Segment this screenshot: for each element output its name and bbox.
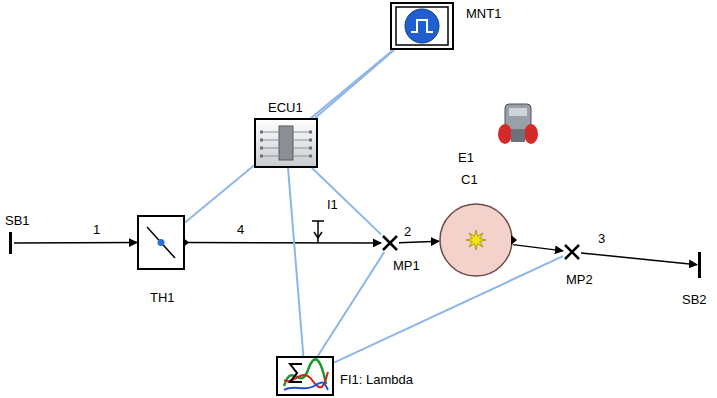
injector-stem bbox=[317, 221, 319, 243]
ecu-trace bbox=[262, 140, 279, 141]
cylinder-body bbox=[440, 204, 512, 276]
part-name: MNT1 bbox=[466, 6, 501, 21]
boundary-bar bbox=[9, 232, 12, 254]
monitor-box: MNT1 bbox=[390, 2, 454, 50]
boundary-bar bbox=[698, 252, 701, 278]
throttle-pivot bbox=[158, 239, 165, 246]
ecu-pin bbox=[260, 131, 263, 134]
throttle-box: TH1 bbox=[137, 215, 185, 270]
injector-cap bbox=[312, 220, 324, 222]
flow-pipe bbox=[185, 242, 381, 244]
ecu-chip bbox=[279, 126, 293, 160]
engine-part bbox=[498, 124, 512, 144]
ecu-pin bbox=[260, 155, 263, 158]
pipe-number: 2 bbox=[403, 225, 412, 239]
spark-star bbox=[466, 230, 486, 250]
ecu-pin bbox=[309, 131, 312, 134]
signal-link bbox=[185, 50, 393, 223]
sensor-cross-symbol bbox=[563, 243, 581, 261]
part-name: SB2 bbox=[682, 292, 707, 307]
function-frame bbox=[277, 357, 333, 395]
ecu-trace bbox=[262, 148, 279, 149]
engine-icon: E1 bbox=[497, 100, 539, 146]
cylinder-circle-symbol bbox=[439, 203, 513, 277]
port-arrow bbox=[183, 238, 189, 248]
part-name: E1 bbox=[458, 150, 474, 165]
ecu-trace bbox=[293, 140, 310, 141]
part-name: ECU1 bbox=[268, 100, 303, 115]
monitor-box-symbol bbox=[390, 2, 454, 50]
flow-pipe bbox=[14, 242, 137, 244]
ecu-pin bbox=[309, 155, 312, 158]
boundary-end: SB1 bbox=[8, 232, 14, 254]
part-name: TH1 bbox=[150, 290, 175, 305]
sensor-cross-symbol bbox=[381, 234, 399, 252]
ecu-pin bbox=[309, 147, 312, 150]
ecu-box-symbol bbox=[254, 118, 318, 168]
curve-blue bbox=[284, 383, 328, 390]
engine-icon-symbol bbox=[497, 100, 539, 146]
throttle-frame bbox=[138, 216, 184, 269]
boundary-end-symbol bbox=[8, 232, 14, 254]
engine-head bbox=[509, 108, 527, 116]
curve-green bbox=[284, 359, 326, 386]
function-box-symbol bbox=[276, 356, 334, 396]
ecu-pin bbox=[309, 139, 312, 142]
pipe-number: 4 bbox=[236, 223, 245, 237]
cross-mark bbox=[565, 245, 579, 259]
ecu-trace bbox=[293, 132, 310, 133]
part-name: MP2 bbox=[566, 272, 593, 287]
part-name: SB1 bbox=[5, 213, 30, 228]
ecu-trace bbox=[293, 148, 310, 149]
engine-part bbox=[524, 124, 538, 144]
pulse-symbol bbox=[411, 20, 433, 32]
part-name: FI1: Lambda bbox=[340, 372, 413, 387]
flow-pipe bbox=[581, 253, 697, 265]
connector-layer bbox=[14, 50, 697, 363]
sensor-cross: MP2 bbox=[563, 243, 581, 261]
pipe-number: 1 bbox=[92, 223, 101, 237]
signal-link bbox=[288, 168, 303, 356]
ecu-trace bbox=[262, 156, 279, 157]
throttle-plate bbox=[147, 227, 175, 258]
flow-pipe bbox=[399, 241, 439, 242]
signal-link bbox=[315, 50, 394, 118]
cylinder-circle: C1 bbox=[439, 203, 513, 277]
part-name: MP1 bbox=[393, 258, 420, 273]
boundary-end: SB2 bbox=[697, 252, 703, 278]
throttle-box-symbol bbox=[137, 215, 185, 270]
monitor-frame bbox=[391, 3, 453, 49]
monitor-disc bbox=[405, 9, 439, 43]
injector-arrow bbox=[314, 232, 322, 238]
part-name: C1 bbox=[461, 172, 478, 187]
port-arrow bbox=[511, 235, 517, 245]
ecu-box: ECU1 bbox=[254, 118, 318, 168]
signal-link bbox=[312, 168, 381, 234]
sigma-symbol bbox=[290, 364, 302, 382]
signal-link bbox=[334, 256, 563, 362]
flow-pipe bbox=[513, 245, 563, 251]
signal-link bbox=[318, 252, 384, 356]
boundary-end-symbol bbox=[697, 252, 703, 278]
ecu-pin bbox=[260, 147, 263, 150]
cross-mark bbox=[383, 236, 397, 250]
injector-symbol bbox=[312, 221, 324, 243]
ecu-pin bbox=[260, 139, 263, 142]
ecu-trace bbox=[262, 132, 279, 133]
engine-base bbox=[511, 130, 525, 142]
pipe-number: 3 bbox=[597, 232, 606, 246]
function-box: FI1: Lambda bbox=[276, 356, 334, 396]
injector-name: I1 bbox=[327, 197, 338, 212]
ecu-frame bbox=[255, 119, 317, 167]
monitor-inner bbox=[396, 7, 448, 45]
ecu-trace bbox=[293, 156, 310, 157]
sensor-cross: MP1 bbox=[381, 234, 399, 252]
